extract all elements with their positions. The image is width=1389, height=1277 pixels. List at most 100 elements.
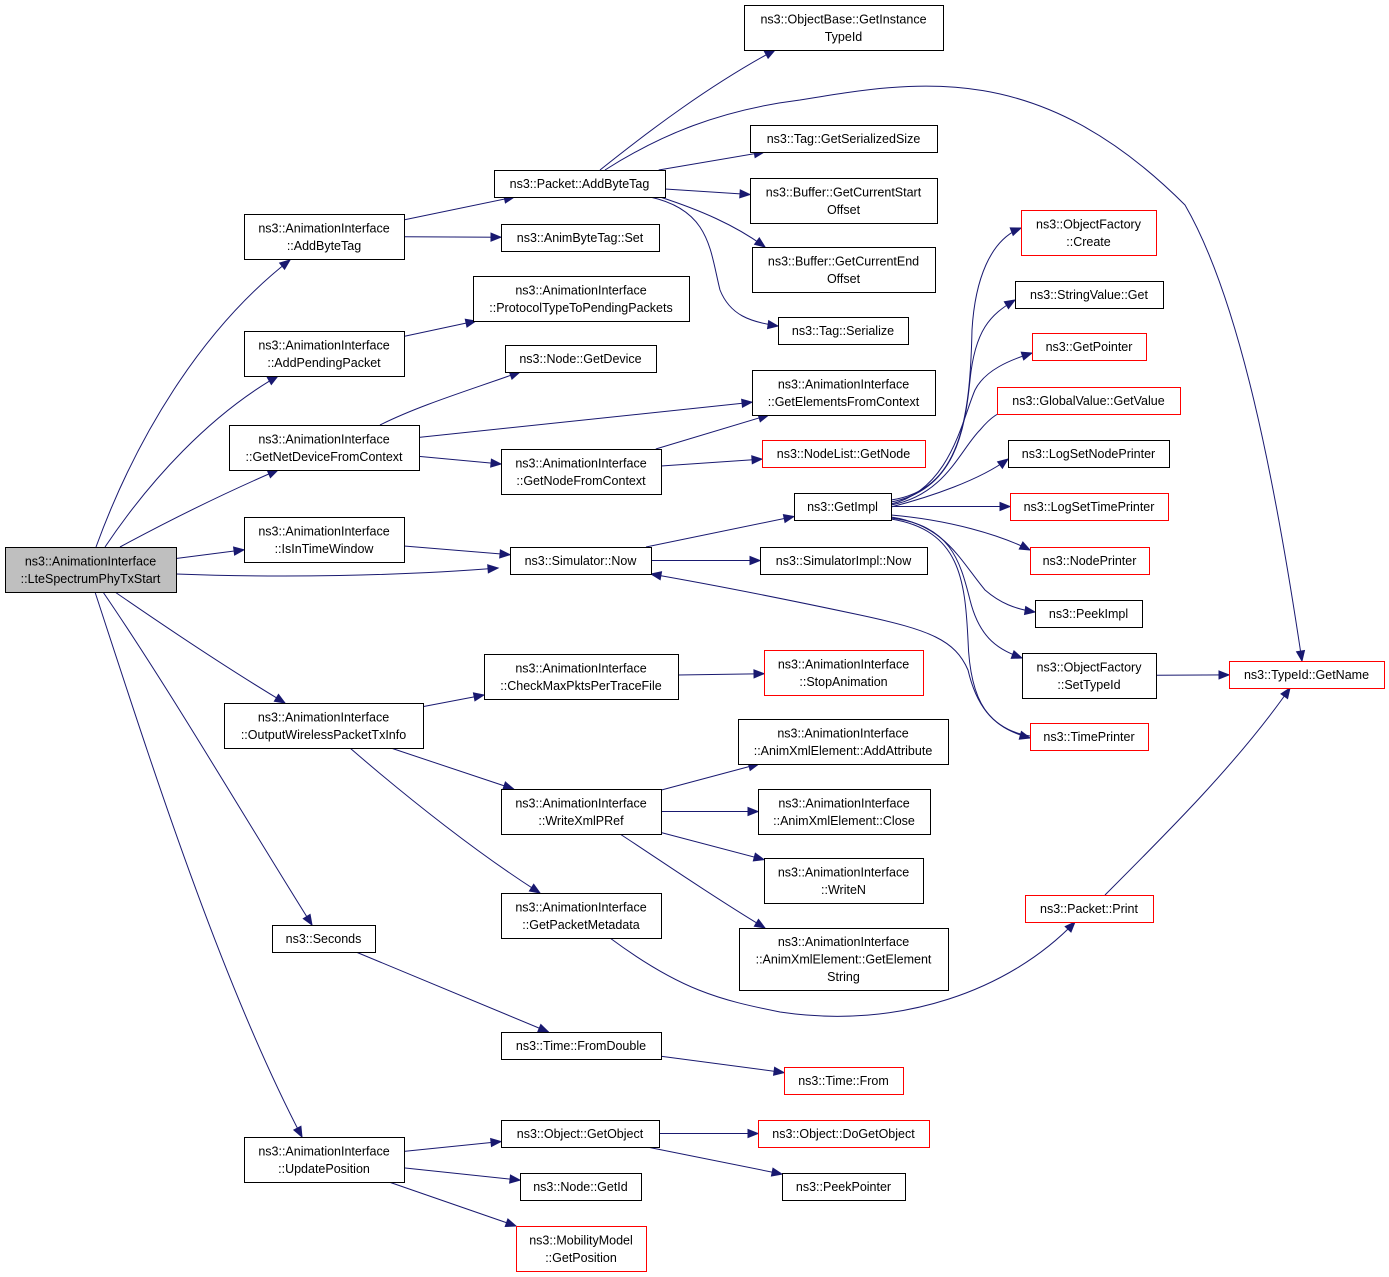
node-writeN[interactable]: ns3::AnimationInterface::WriteN — [764, 858, 924, 904]
node-addByteTag[interactable]: ns3::AnimationInterface::AddByteTag — [244, 214, 405, 260]
node-getElementsFromContext[interactable]: ns3::AnimationInterface::GetElementsFrom… — [752, 370, 936, 416]
node-label: ::StopAnimation — [799, 675, 887, 689]
node-label: ns3::MobilityModel — [529, 1233, 633, 1247]
node-timeFromDouble[interactable]: ns3::Time::FromDouble — [501, 1032, 662, 1060]
node-isInTimeWindow[interactable]: ns3::AnimationInterface::IsInTimeWindow — [244, 517, 405, 563]
edge-line — [599, 49, 776, 171]
arrowhead-icon — [763, 49, 777, 60]
node-mobilityGetPosition[interactable]: ns3::MobilityModel::GetPosition — [516, 1226, 647, 1272]
node-logSetTimePrinter[interactable]: ns3::LogSetTimePrinter — [1010, 493, 1169, 521]
node-packetPrint[interactable]: ns3::Packet::Print — [1025, 895, 1154, 923]
node-label: ns3::Simulator::Now — [525, 554, 638, 568]
node-box — [244, 1137, 405, 1183]
node-nodeGetDevice[interactable]: ns3::Node::GetDevice — [505, 345, 657, 373]
node-label: ::LteSpectrumPhyTxStart — [21, 572, 161, 586]
node-protocolTypeToPendingPackets[interactable]: ns3::AnimationInterface::ProtocolTypeToP… — [473, 276, 690, 322]
edge-line — [104, 375, 279, 548]
edge-root-to-addByteTag — [95, 259, 292, 548]
arrowhead-icon — [999, 501, 1012, 512]
edge-packetAddByteTag-to-tagGetSerializedSize — [658, 149, 766, 171]
node-box — [244, 214, 405, 260]
node-box — [1030, 547, 1150, 575]
node-getPointer[interactable]: ns3::GetPointer — [1032, 333, 1147, 361]
arrowhead-icon — [1003, 299, 1017, 310]
node-box — [244, 331, 405, 377]
node-animByteTagSet[interactable]: ns3::AnimByteTag::Set — [501, 224, 660, 252]
node-label: Offset — [827, 203, 861, 217]
arrowhead-icon — [278, 259, 292, 271]
arrowhead-icon — [509, 1174, 522, 1184]
node-box — [244, 517, 405, 563]
node-nodeListGetNode[interactable]: ns3::NodeList::GetNode — [762, 440, 926, 468]
edge-packetAddByteTag-to-bufferGetCurrentStartOffset — [664, 188, 752, 199]
node-label: ::AnimXmlElement::AddAttribute — [754, 744, 933, 758]
node-label: ns3::LogSetTimePrinter — [1024, 500, 1155, 514]
node-getImpl[interactable]: ns3::GetImpl — [794, 493, 892, 521]
node-checkMaxPkts[interactable]: ns3::AnimationInterface::CheckMaxPktsPer… — [484, 654, 679, 700]
node-box — [1015, 281, 1164, 309]
node-updatePosition[interactable]: ns3::AnimationInterface::UpdatePosition — [244, 1137, 405, 1183]
node-box — [224, 703, 424, 749]
arrowhead-icon — [1018, 541, 1032, 551]
edge-line — [379, 371, 521, 426]
node-objectGetObject[interactable]: ns3::Object::GetObject — [501, 1120, 660, 1148]
node-writeXmlPRef[interactable]: ns3::AnimationInterface::WriteXmlPRef — [501, 789, 662, 835]
node-addAttribute[interactable]: ns3::AnimationInterface::AnimXmlElement:… — [738, 719, 949, 765]
node-getNodeFromContext[interactable]: ns3::AnimationInterface::GetNodeFromCont… — [501, 449, 662, 495]
node-label: ns3::Buffer::GetCurrentEnd — [768, 254, 919, 268]
edge-objectGetObject-to-peekPointer — [647, 1146, 784, 1177]
node-box — [501, 449, 662, 495]
node-animXmlClose[interactable]: ns3::AnimationInterface::AnimXmlElement:… — [758, 789, 931, 835]
edge-getNetDeviceFromContext-to-nodeGetDevice — [379, 371, 522, 426]
node-typeIdGetName[interactable]: ns3::TypeId::GetName — [1229, 661, 1385, 689]
node-label: ns3::StringValue::Get — [1030, 288, 1148, 302]
node-nodeGetId[interactable]: ns3::Node::GetId — [520, 1173, 642, 1201]
node-nodePrinter[interactable]: ns3::NodePrinter — [1030, 547, 1150, 575]
node-label: ns3::Packet::Print — [1040, 902, 1138, 916]
node-timePrinter[interactable]: ns3::TimePrinter — [1030, 723, 1149, 751]
node-peekPointer[interactable]: ns3::PeekPointer — [782, 1173, 906, 1201]
node-objectFactorySetTypeId[interactable]: ns3::ObjectFactory::SetTypeId — [1022, 653, 1157, 699]
edge-simulatorNow-to-getImpl — [645, 513, 796, 548]
node-getPacketMetadata[interactable]: ns3::AnimationInterface::GetPacketMetada… — [501, 893, 662, 939]
node-logSetNodePrinter[interactable]: ns3::LogSetNodePrinter — [1008, 440, 1170, 468]
node-peekImpl[interactable]: ns3::PeekImpl — [1035, 600, 1143, 628]
node-objectDoGetObject[interactable]: ns3::Object::DoGetObject — [758, 1120, 930, 1148]
edge-line — [660, 763, 759, 791]
arrowhead-icon — [1218, 670, 1231, 680]
node-addPendingPacket[interactable]: ns3::AnimationInterface::AddPendingPacke… — [244, 331, 405, 377]
node-stopAnimation[interactable]: ns3::AnimationInterface::StopAnimation — [764, 650, 924, 696]
edge-line — [102, 591, 313, 926]
arrowhead-icon — [1064, 921, 1076, 933]
edge-line — [650, 573, 1031, 737]
node-simulatorNow[interactable]: ns3::Simulator::Now — [510, 547, 652, 575]
node-outputWirelessPacketTxInfo[interactable]: ns3::AnimationInterface::OutputWirelessP… — [224, 703, 424, 749]
node-label: TypeId — [825, 30, 863, 44]
node-tagSerialize[interactable]: ns3::Tag::Serialize — [778, 317, 909, 345]
node-box — [744, 5, 944, 51]
node-globalValueGetValue[interactable]: ns3::GlobalValue::GetValue — [997, 387, 1181, 415]
edge-outputWirelessPacketTxInfo-to-checkMaxPkts — [422, 692, 486, 708]
node-timeFrom[interactable]: ns3::Time::From — [784, 1067, 904, 1095]
node-packetAddByteTag[interactable]: ns3::Packet::AddByteTag — [494, 170, 666, 198]
edge-line — [1104, 687, 1291, 896]
node-seconds[interactable]: ns3::Seconds — [272, 925, 376, 953]
edge-root-to-seconds — [102, 591, 313, 927]
edge-writeXmlPRef-to-animXmlClose — [661, 806, 760, 817]
node-label: ns3::AnimationInterface — [778, 657, 909, 671]
arrowhead-icon — [504, 1218, 518, 1228]
node-getNetDeviceFromContext[interactable]: ns3::AnimationInterface::GetNetDeviceFro… — [229, 425, 420, 471]
node-objectFactoryCreate[interactable]: ns3::ObjectFactory::Create — [1021, 210, 1157, 256]
node-getElementString[interactable]: ns3::AnimationInterface::AnimXmlElement:… — [739, 928, 949, 991]
node-label: ns3::AnimationInterface — [258, 432, 389, 446]
node-tagGetSerializedSize[interactable]: ns3::Tag::GetSerializedSize — [750, 125, 938, 153]
node-simulatorImplNow[interactable]: ns3::SimulatorImpl::Now — [760, 547, 928, 575]
edge-isInTimeWindow-to-simulatorNow — [403, 545, 512, 559]
arrowhead-icon — [766, 319, 780, 330]
edge-line — [175, 567, 499, 577]
edge-line — [604, 85, 1303, 662]
node-stringValueGet[interactable]: ns3::StringValue::Get — [1015, 281, 1164, 309]
